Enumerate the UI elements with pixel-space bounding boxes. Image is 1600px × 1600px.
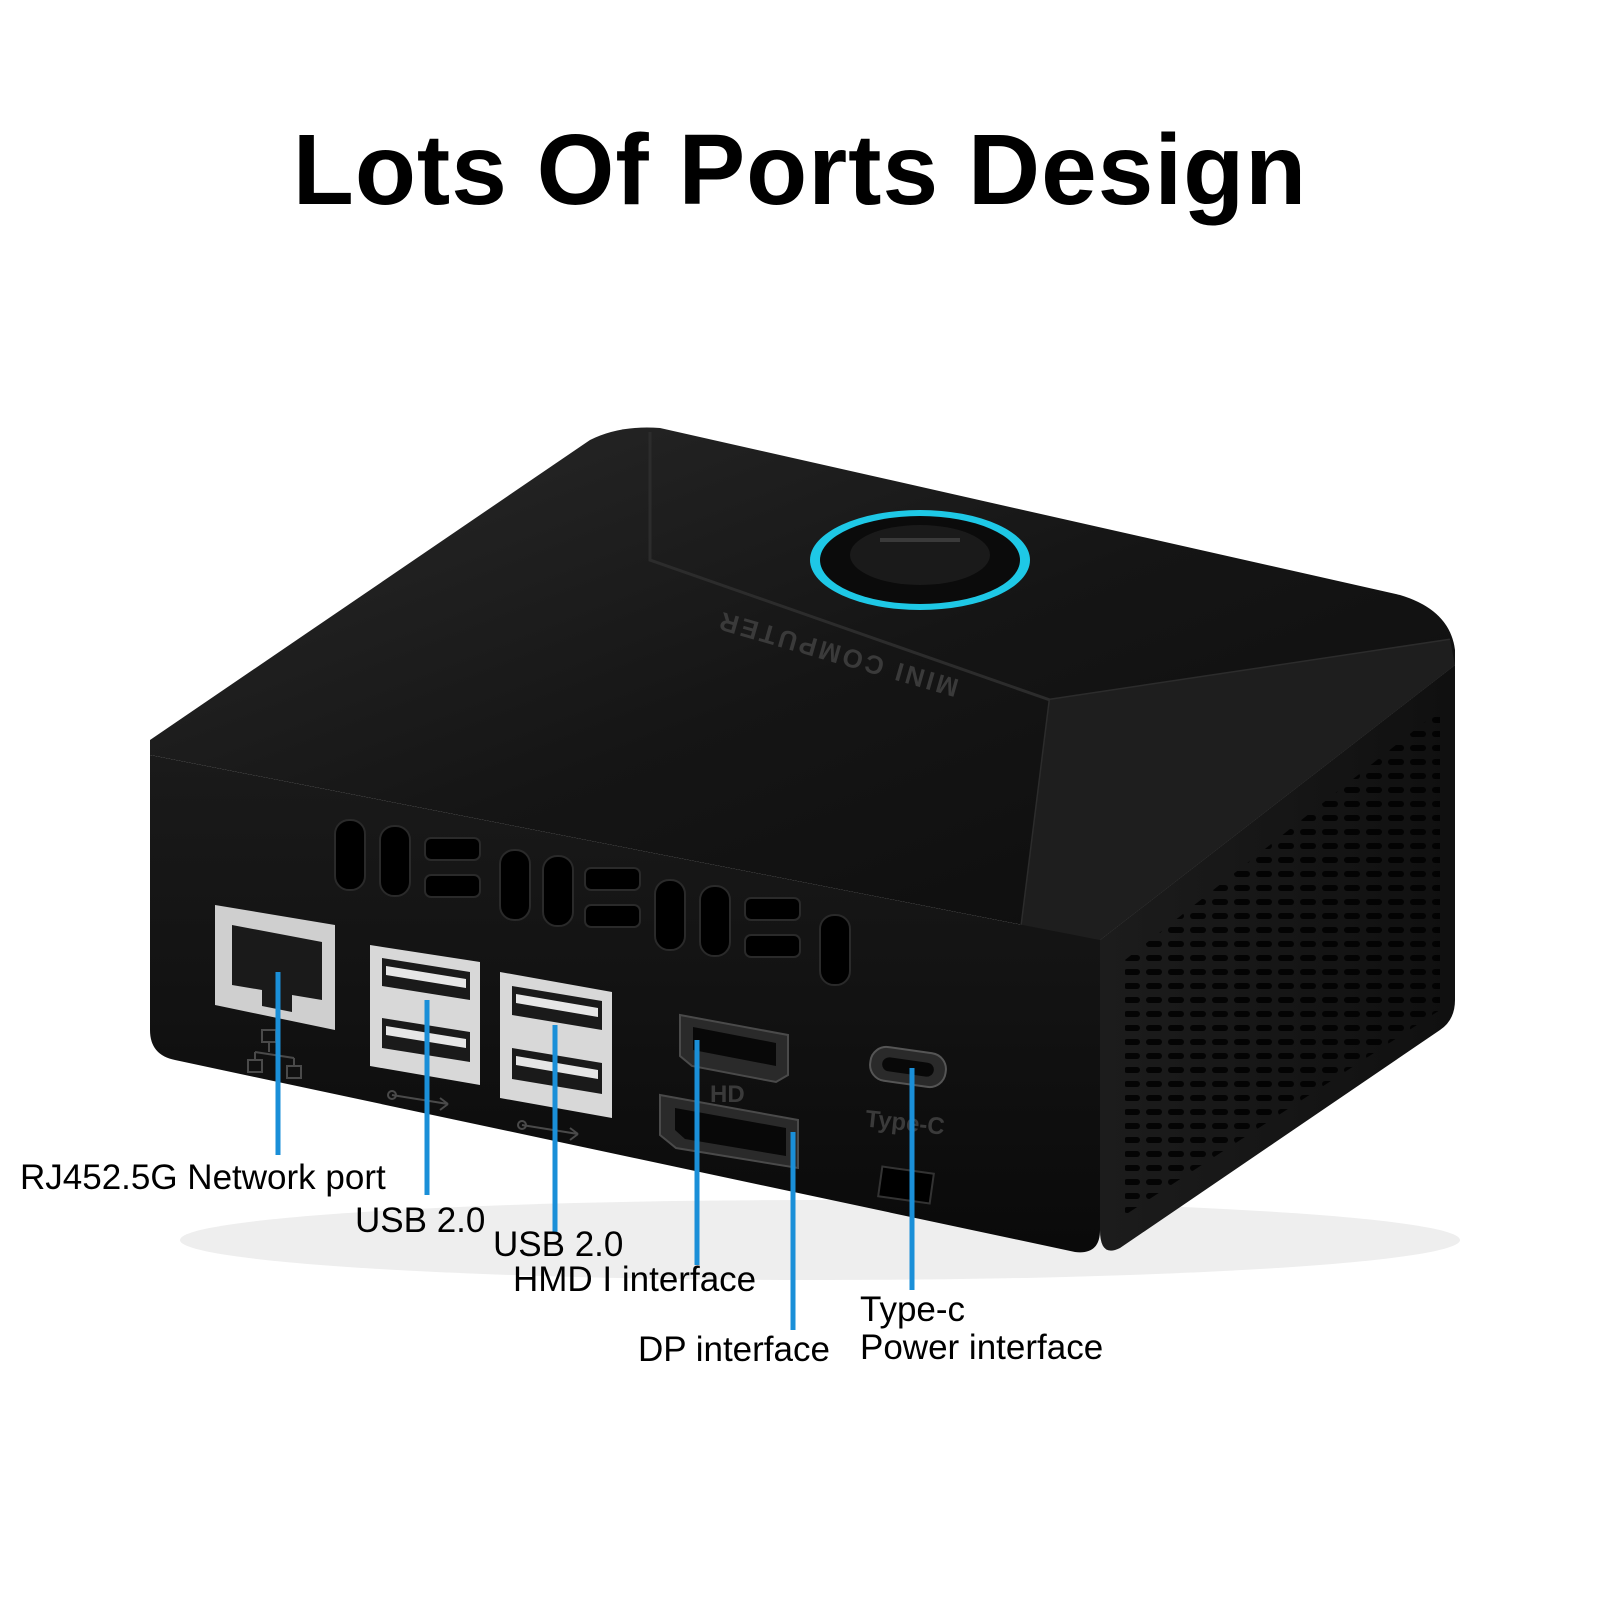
hdmi-port (679, 1013, 789, 1084)
status-led (877, 1165, 935, 1205)
usb-icon (387, 1090, 449, 1111)
callout-typec: Type-c (860, 1290, 966, 1329)
callout-power: Power interface (860, 1328, 1104, 1367)
leader-lines (275, 972, 915, 1330)
usb-icon (517, 1120, 579, 1141)
power-button (810, 510, 1030, 610)
callout-hdmi: HMD I interface (513, 1260, 757, 1299)
side-vent (1125, 710, 1440, 1215)
front-vents (334, 819, 851, 986)
callout-dp: DP interface (638, 1330, 830, 1369)
callout-usb-a: USB 2.0 (355, 1201, 486, 1240)
rj45-port (215, 905, 335, 1030)
hdmi-marking: HD (710, 1081, 745, 1108)
callout-network-port: RJ452.5G Network port (20, 1158, 386, 1197)
page-title: Lots Of Ports Design (292, 114, 1308, 226)
callout-usb-b: USB 2.0 (493, 1225, 624, 1264)
typec-port (869, 1045, 947, 1089)
